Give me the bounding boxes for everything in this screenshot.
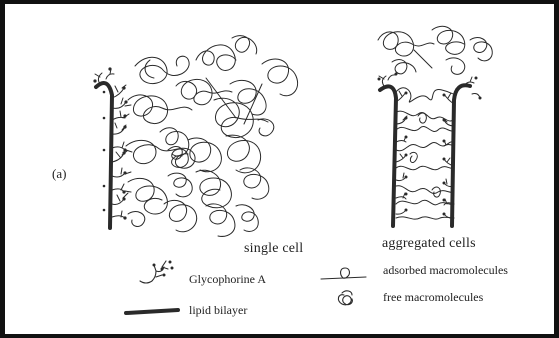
single-cell-lipid-bilayer [96,83,112,228]
legend-adsorbed-label: adsorbed macromolecules [383,263,508,278]
aggregated-cells-illustration [378,26,493,226]
aggregated-free-macromolecules [378,26,492,74]
free-macromolecule-symbol-icon [338,291,352,305]
single-cell-caption: single cell [244,241,303,257]
aggregated-right-lipid-bilayer [452,85,470,226]
aggregated-cells-caption: aggregated cells [382,236,476,252]
single-cell-illustration [93,36,297,237]
single-cell-free-macromolecules [126,36,298,237]
lipid-bilayer-symbol-icon [126,310,178,313]
legend-free-label: free macromolecules [383,290,483,305]
legend-glycophorine-label: Glycophorine A [189,272,266,287]
panel-label: (a) [52,166,66,182]
adsorbed-macromolecule-symbol-icon [321,268,366,279]
aggregated-left-lipid-bilayer [380,86,396,226]
legend-lipid-label: lipid bilayer [189,303,247,318]
single-cell-glycophorine [95,69,132,218]
